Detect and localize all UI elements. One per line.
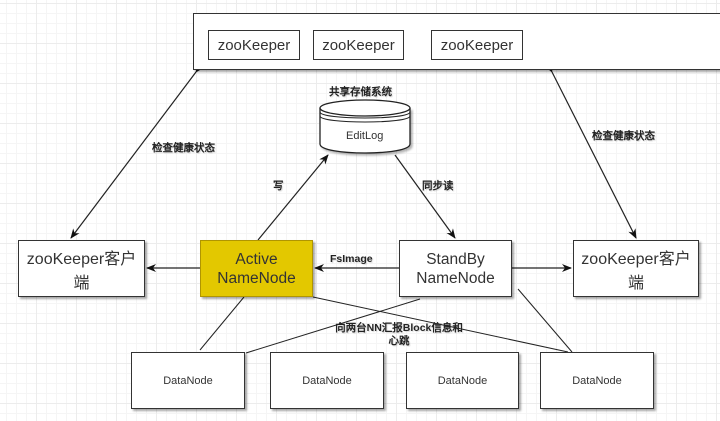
label-report-line1: 向两台NN汇报Block信息和 bbox=[335, 322, 463, 334]
label-fsimage: FsImage bbox=[330, 253, 373, 265]
zookeeper-client-left: zooKeeper客户端 bbox=[18, 240, 145, 297]
label-health-right: 检查健康状态 bbox=[592, 130, 655, 142]
active-namenode: Active NameNode bbox=[200, 240, 313, 297]
edge-sync-read bbox=[394, 154, 456, 239]
label-report: 向两台NN汇报Block信息和 心跳 bbox=[329, 322, 469, 348]
label-report-line2: 心跳 bbox=[388, 335, 410, 347]
datanode: DataNode bbox=[270, 352, 384, 409]
datanode: DataNode bbox=[131, 352, 245, 409]
label-health-left: 检查健康状态 bbox=[152, 142, 215, 154]
active-namenode-line1: Active bbox=[235, 250, 278, 268]
standby-namenode-line2: NameNode bbox=[416, 269, 495, 287]
label-sync-read: 同步读 bbox=[422, 180, 454, 192]
zookeeper-node: zooKeeper bbox=[431, 30, 523, 60]
edge-dn4-standby bbox=[517, 288, 573, 353]
zookeeper-client-right: zooKeeper客户端 bbox=[573, 240, 699, 297]
zookeeper-node: zooKeeper bbox=[208, 30, 300, 60]
edge-dn1-active bbox=[199, 296, 245, 351]
datanode: DataNode bbox=[406, 352, 519, 409]
active-namenode-line2: NameNode bbox=[217, 269, 296, 287]
edge-health-right bbox=[544, 62, 637, 239]
editlog-label: EditLog bbox=[346, 130, 384, 142]
editlog-cylinder bbox=[319, 99, 411, 154]
edge-health-left bbox=[70, 62, 205, 239]
standby-namenode: StandBy NameNode bbox=[399, 240, 512, 297]
standby-namenode-line1: StandBy bbox=[426, 250, 485, 268]
shared-storage-title: 共享存储系统 bbox=[329, 86, 392, 98]
edge-write bbox=[257, 154, 329, 241]
label-write: 写 bbox=[273, 180, 284, 192]
zookeeper-node: zooKeeper bbox=[313, 30, 404, 60]
datanode: DataNode bbox=[540, 352, 654, 409]
